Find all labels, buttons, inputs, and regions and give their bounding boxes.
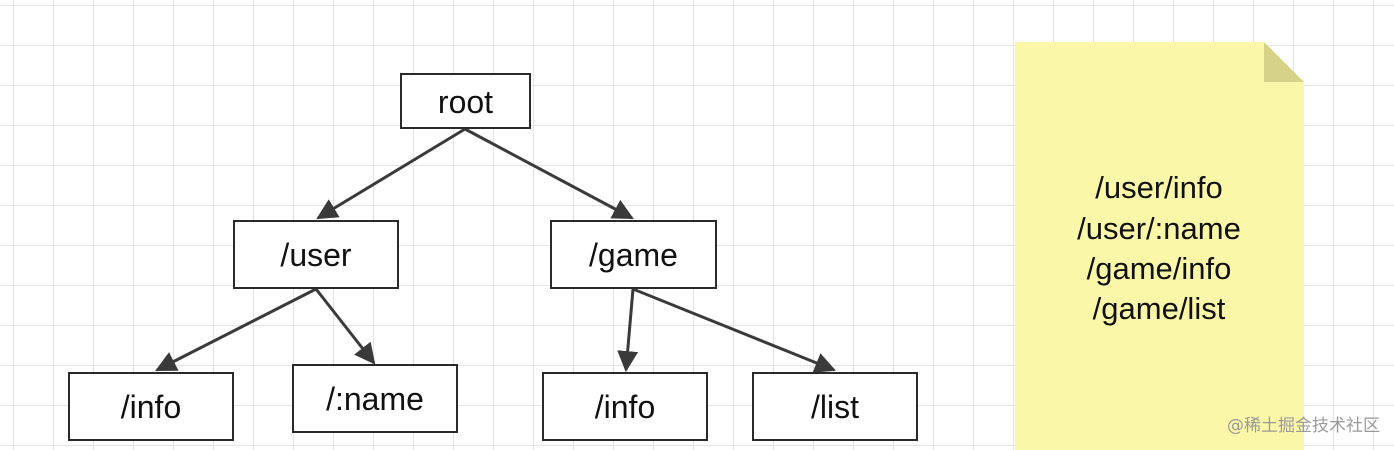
note-line: /game/list [1093,291,1226,326]
sticky-note: /user/info /user/:name /game/info /game/… [1015,42,1304,450]
watermark: @稀土掘金技术社区 [1227,416,1380,436]
note-paper [1015,42,1304,450]
edge-root-game [464,127,634,220]
node-root-label: root [438,84,493,120]
edge-user-name [314,288,376,365]
node-user-label: /user [280,237,351,273]
node-game-label: /game [589,237,678,273]
edges [155,127,836,373]
note-line: /user/:name [1077,211,1241,246]
node-user: /user [233,220,399,289]
edge-user-info [155,287,317,372]
edge-root-user [316,127,466,220]
node-game-info: /info [542,372,708,441]
node-root: root [400,73,531,129]
node-user-name: /:name [292,364,458,433]
node-game-info-label: /info [595,389,655,425]
note-folded-corner [1264,42,1304,82]
node-user-info: /info [68,372,234,441]
edge-game-info [617,288,639,373]
edge-game-list [632,287,836,373]
note-line: /user/info [1095,170,1223,205]
node-game-list: /list [752,372,918,441]
note-line: /game/info [1087,251,1232,286]
node-game-list-label: /list [811,389,859,425]
node-user-name-label: /:name [326,381,424,417]
node-user-info-label: /info [121,389,181,425]
node-game: /game [550,220,717,289]
